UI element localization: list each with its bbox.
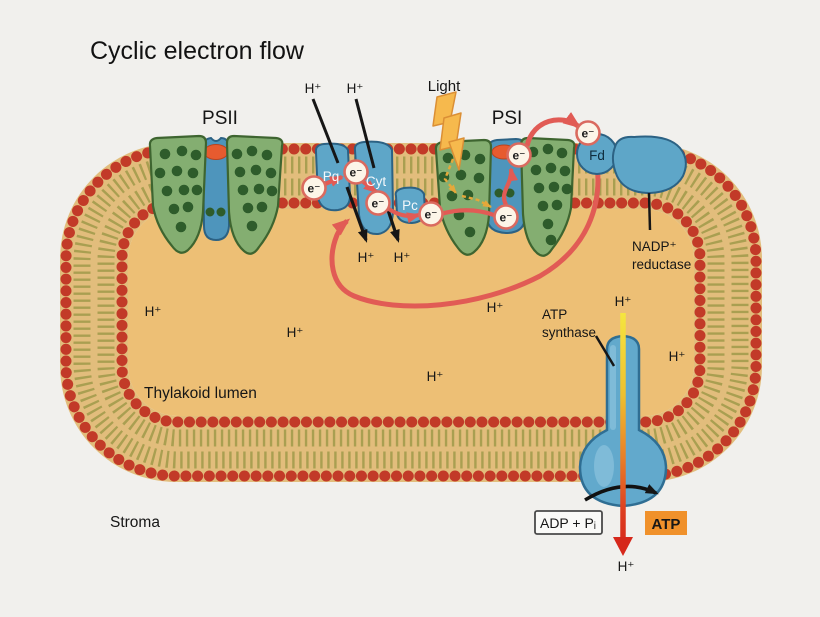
light-bolt-icon	[432, 91, 465, 171]
h-plus-label: H⁺	[427, 369, 444, 384]
h-plus-label: H⁺	[394, 250, 411, 265]
h-plus-label: H⁺	[669, 349, 686, 364]
electron-badge: e⁻	[493, 204, 519, 230]
h-plus-label: H⁺	[145, 304, 162, 319]
electron-badge: e⁻	[301, 175, 327, 201]
h-plus-label: H⁺	[615, 294, 632, 309]
lipid-tails-inner	[97, 178, 725, 447]
atp-label: ATP	[652, 516, 681, 533]
h-plus-label: H⁺	[287, 325, 304, 340]
membrane-beads-inner	[116, 197, 706, 428]
electron-label: e⁻	[307, 182, 320, 196]
h-plus-label: H⁺	[618, 559, 635, 574]
psi-label: PSI	[492, 108, 523, 129]
electron-carriers: e⁻ e⁻ e⁻ e⁻ e⁻ e⁻ e⁻	[301, 120, 601, 230]
h-plus-label: H⁺	[487, 300, 504, 315]
atp-synthase-label-line2: synthase	[542, 325, 596, 340]
proton-arrow-into-lumen-1	[345, 186, 368, 243]
proton-flow-arrow	[613, 313, 633, 556]
electron-label: e⁻	[512, 149, 525, 163]
electron-label: e⁻	[581, 127, 594, 141]
electron-badge: e⁻	[343, 159, 369, 185]
cyclic-flow-arrow	[329, 163, 601, 309]
fd-label: Fd	[589, 148, 605, 163]
pq-label: Pq	[323, 169, 340, 184]
electron-label: e⁻	[349, 166, 362, 180]
nadp-reductase-protein	[611, 135, 687, 195]
proton-line-to-pq	[311, 98, 340, 164]
light-label: Light	[428, 78, 461, 95]
psii-label: PSII	[202, 108, 238, 129]
h-plus-label: H⁺	[358, 250, 375, 265]
h-plus-label: H⁺	[347, 81, 364, 96]
atp-synthase-pointer-line	[594, 335, 616, 367]
thylakoid-lumen-label: Thylakoid lumen	[144, 385, 257, 402]
electron-badge: e⁻	[365, 190, 391, 216]
atp-box: ATP	[645, 511, 687, 535]
nadp-reductase-label-line2: reductase	[632, 257, 691, 272]
psii-reaction-center	[203, 144, 229, 160]
h-plus-label: H⁺	[305, 81, 322, 96]
excitation-energy-arrows	[443, 158, 492, 209]
nadp-reductase-pointer-line	[647, 192, 652, 231]
proton-line-to-cyt	[354, 98, 376, 169]
electron-label: e⁻	[371, 197, 384, 211]
electron-label: e⁻	[424, 208, 437, 222]
psii-complex	[148, 134, 284, 255]
electron-badge: e⁻	[418, 201, 444, 227]
stroma-label: Stroma	[110, 514, 160, 531]
nadp-reductase-label-line1: NADP⁺	[632, 239, 677, 254]
electron-badge: e⁻	[506, 142, 532, 168]
pc-label: Pc	[402, 198, 418, 213]
adp-pi-box: ADP + Pᵢ	[534, 510, 603, 535]
adp-pi-label: ADP + Pᵢ	[540, 515, 596, 531]
thylakoid-lumen-area	[128, 209, 694, 416]
electron-badge: e⁻	[575, 120, 601, 146]
atp-synthase-label-line1: ATP	[542, 307, 567, 322]
electron-label: e⁻	[499, 211, 512, 225]
cyt-label: Cyt	[366, 174, 386, 189]
figure-title: Cyclic electron flow	[90, 37, 305, 65]
